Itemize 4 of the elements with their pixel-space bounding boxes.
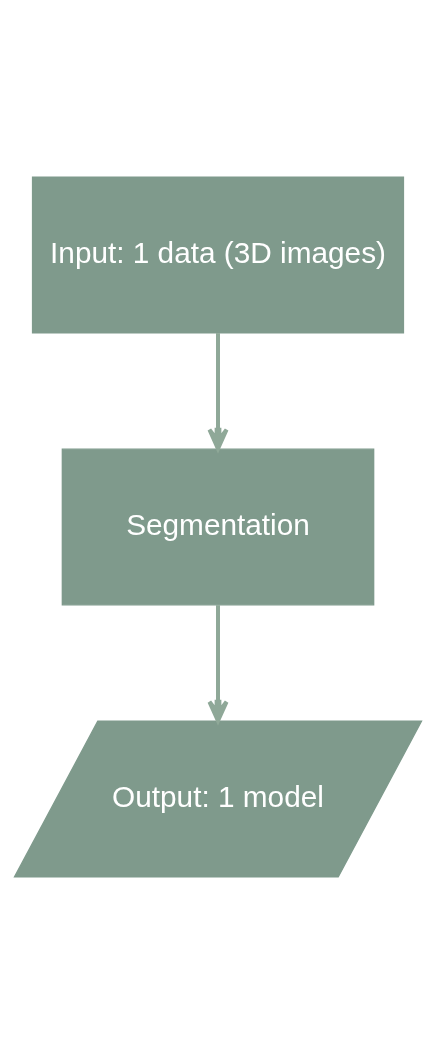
arrow	[206, 332, 229, 451]
arrow	[206, 604, 229, 723]
node-box: Input: 1 data (3D images)	[31, 175, 404, 333]
node-box: Segmentation	[61, 448, 374, 605]
